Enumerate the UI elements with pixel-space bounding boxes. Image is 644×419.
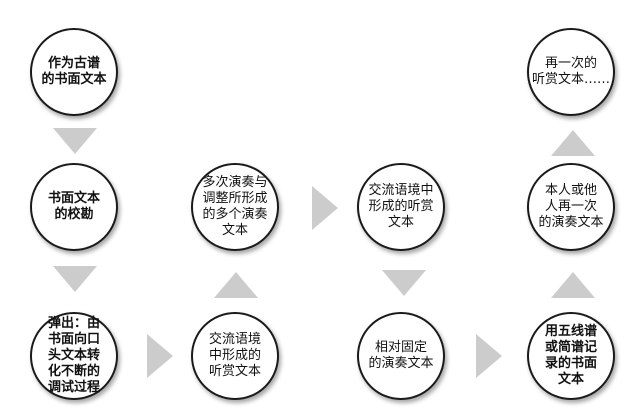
arrow-n8-to-n9 [551,272,595,298]
arrow-n6-to-n7 [382,270,426,296]
node-label: 书面文本 的校勘 [47,191,100,222]
arrow-down-shape [382,270,426,296]
arrow-down-shape [53,128,97,154]
node-repeat-listening-text: 再一次的 听赏文本…… [527,28,615,116]
arrow-right-shape [476,334,502,378]
node-label: 用五线谱 或简谱记 录的书面 文本 [544,324,597,387]
node-label: 交流语境 中形成的 听赏文本 [208,332,261,379]
arrow-n1-to-n2 [53,128,97,154]
node-repeat-performance-text: 本人或他 人再一次 的演奏文本 [527,163,615,251]
node-label: 相对固定 的演奏文本 [368,340,434,371]
arrow-right-shape [312,186,338,230]
node-playing-process: 弹出：由 书面向口 头文本转 化不断的 调试过程 [30,312,118,400]
node-text-collation: 书面文本 的校勘 [30,163,118,251]
arrow-n4-to-n5 [214,272,258,298]
node-label: 交流语境中 形成的听赏 文本 [368,183,434,230]
arrow-right-shape [147,334,173,378]
arrow-n7-to-n8 [476,334,502,378]
node-label: 多次演奏与 调整所形成 的多个演奏 文本 [202,175,268,238]
node-listening-text-a: 交流语境 中形成的 听赏文本 [191,312,279,400]
node-label: 再一次的 听赏文本…… [531,56,610,87]
node-label: 本人或他 人再一次 的演奏文本 [538,183,604,230]
arrow-up-shape [214,272,258,298]
node-notation-text: 用五线谱 或简谱记 录的书面 文本 [527,312,615,400]
arrow-up-shape [551,272,595,298]
arrow-n9-to-n10 [551,130,595,156]
node-label: 弹出：由 书面向口 头文本转 化不断的 调试过程 [47,316,100,395]
arrow-n2-to-n3 [53,266,97,292]
node-label: 作为古谱 的书面文本 [41,56,107,87]
arrow-up-shape [551,130,595,156]
arrow-n3-to-n4 [147,334,173,378]
node-multiple-performance-texts: 多次演奏与 调整所形成 的多个演奏 文本 [191,163,279,251]
node-ancient-score-text: 作为古谱 的书面文本 [30,28,118,116]
arrow-n5-to-n6 [312,186,338,230]
node-fixed-performance-text: 相对固定 的演奏文本 [357,312,445,400]
node-listening-text-b: 交流语境中 形成的听赏 文本 [357,163,445,251]
arrow-down-shape [53,266,97,292]
